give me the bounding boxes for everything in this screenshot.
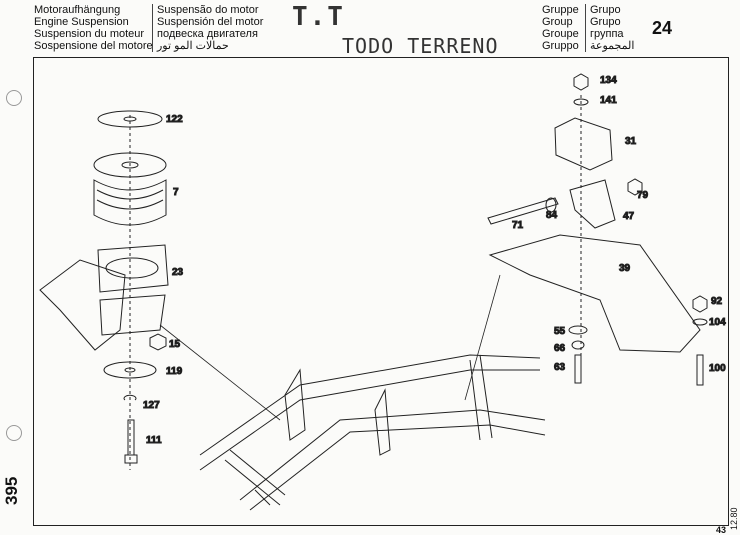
part-callouts: 122 7 23 15 119 127 111 134 141 31 79 47… <box>143 75 727 447</box>
group-number: 24 <box>652 18 673 38</box>
stamp-name: TODO TERRENO <box>342 34 499 58</box>
punch-hole <box>6 425 22 441</box>
right-mount-assembly <box>487 73 708 386</box>
title-list-left: Motoraufhängung Engine Suspension Suspen… <box>34 4 153 52</box>
chassis-frame <box>159 274 546 511</box>
date-code: 12.80 <box>729 507 739 530</box>
callout: 84 <box>546 210 558 221</box>
title-it: Sospensione del motore <box>34 40 153 52</box>
title-list-right: Suspensão do motor Suspensión del motor … <box>152 4 263 52</box>
callout: 79 <box>637 190 649 201</box>
title-fr: Suspension du moteur <box>34 28 145 40</box>
callout: 55 <box>554 326 566 337</box>
callout: 127 <box>143 400 160 411</box>
title-en: Engine Suspension <box>34 16 129 28</box>
callout: 39 <box>619 263 631 274</box>
group-labels-right: Grupo Grupo группа المجموعة <box>585 4 634 52</box>
group-label: المجموعة <box>590 40 635 52</box>
callout: 7 <box>173 187 179 198</box>
callout: 100 <box>709 363 726 374</box>
group-label: Grupo <box>590 16 621 28</box>
diagram-frame <box>33 57 729 526</box>
group-label: группа <box>590 28 624 40</box>
callout: 134 <box>600 75 617 86</box>
group-label: Groupe <box>542 28 579 40</box>
callout: 141 <box>600 95 617 106</box>
title-de: Motoraufhängung <box>34 4 121 16</box>
callout: 23 <box>172 267 184 278</box>
group-label: Gruppe <box>542 4 579 16</box>
callout: 47 <box>623 211 635 222</box>
callout: 92 <box>711 296 723 307</box>
callout: 15 <box>169 339 181 350</box>
title-ru: подвеска двигателя <box>157 28 258 40</box>
callout: 119 <box>166 366 183 377</box>
side-page-number: 395 <box>2 476 21 505</box>
callout: 122 <box>166 114 183 125</box>
callout: 104 <box>709 317 726 328</box>
callout: 66 <box>554 343 566 354</box>
left-mount-assembly <box>39 110 169 470</box>
title-ar: حمالات المو تور <box>157 40 229 52</box>
title-es: Suspensión del motor <box>157 16 264 28</box>
callout: 71 <box>512 220 524 231</box>
stamp-model: T.T <box>292 2 345 32</box>
group-label: Gruppo <box>542 40 579 52</box>
group-label: Grupo <box>590 4 621 16</box>
callout: 111 <box>146 435 162 446</box>
callout: 63 <box>554 362 566 373</box>
title-pt: Suspensão do motor <box>157 4 259 16</box>
group-labels-left: Gruppe Group Groupe Gruppo <box>542 4 579 52</box>
group-label: Group <box>542 16 573 28</box>
callout: 31 <box>625 136 637 147</box>
punch-hole <box>6 90 22 106</box>
page-number: 43 <box>716 525 727 535</box>
